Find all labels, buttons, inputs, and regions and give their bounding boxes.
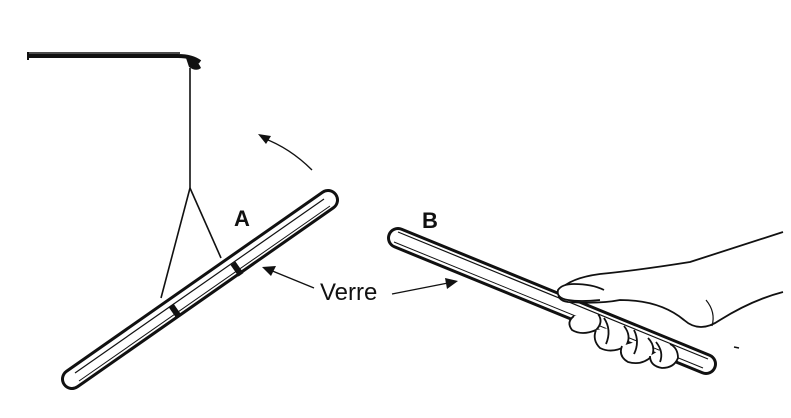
hand-illustration <box>556 231 784 369</box>
glass-rod-a <box>61 189 339 390</box>
support-bar <box>27 52 202 70</box>
rotation-arrow <box>258 134 313 171</box>
suspension-thread <box>160 68 222 299</box>
material-arrow-to-a <box>262 266 315 289</box>
material-label: Verre <box>320 279 377 306</box>
rod-a-label: A <box>234 206 250 231</box>
material-arrow-to-b <box>391 278 458 295</box>
stray-mark <box>733 346 740 349</box>
rod-b-label: B <box>422 208 438 233</box>
